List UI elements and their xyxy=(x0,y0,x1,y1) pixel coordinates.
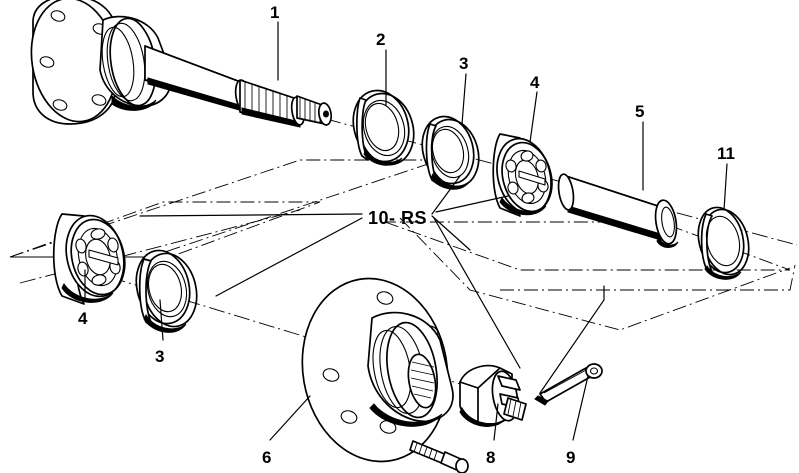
callout-number-4-lower: 4 xyxy=(78,309,88,328)
callout-number-4-upper: 4 xyxy=(530,73,540,92)
part-sealing-ring-upper xyxy=(421,115,480,190)
leader-10-to-hub xyxy=(431,215,471,251)
part-wheel-stud xyxy=(409,440,469,473)
leader-6 xyxy=(269,395,311,441)
leader-10-to-seal-left xyxy=(215,217,363,297)
part-cotter-pin xyxy=(534,363,603,406)
callout-number-6: 6 xyxy=(262,448,272,467)
part-wheel-hub xyxy=(301,277,454,463)
callout-number-3-upper: 3 xyxy=(459,54,469,73)
callout-group-10-rs: 10- RS xyxy=(368,208,428,228)
callout-number-9: 9 xyxy=(566,448,576,467)
leader-10-to-seal-upper xyxy=(431,175,461,215)
bearing-balls-upper xyxy=(505,150,549,204)
leader-10-to-bearing-left xyxy=(139,213,363,217)
callout-number-5: 5 xyxy=(635,102,645,121)
construction-box-right xyxy=(384,221,796,291)
callout-number-1: 1 xyxy=(270,3,280,22)
part-seal-ring-outer xyxy=(352,89,415,166)
callout-number-8: 8 xyxy=(486,448,496,467)
leader-10-to-bearing-upper xyxy=(435,195,509,213)
part-ball-bearing-lower xyxy=(52,213,126,305)
construction-box-lower-right xyxy=(399,217,791,331)
leader-9 xyxy=(572,375,589,441)
part-sealing-ring-lower xyxy=(135,249,198,333)
leader-3-upper xyxy=(461,73,467,125)
callout-number-2: 2 xyxy=(376,30,386,49)
callout-number-3-lower: 3 xyxy=(155,347,165,366)
callout-number-11: 11 xyxy=(717,144,735,163)
leader-4-upper xyxy=(529,91,538,143)
part-ball-bearing-upper xyxy=(492,133,553,217)
part-castle-nut xyxy=(459,364,527,427)
part-axle-shaft-with-flange xyxy=(30,0,333,128)
leader-9-upper xyxy=(539,285,605,394)
leader-11 xyxy=(723,163,728,211)
hub-internal-spline xyxy=(410,361,435,399)
axis-line-lower-left xyxy=(19,209,301,284)
part-retaining-ring xyxy=(697,206,750,280)
leader-10-to-nut xyxy=(433,217,521,369)
part-spacer-sleeve xyxy=(557,173,679,248)
leader-3-lower xyxy=(159,299,164,341)
leader-8 xyxy=(493,403,499,441)
leader-lines xyxy=(84,21,728,441)
